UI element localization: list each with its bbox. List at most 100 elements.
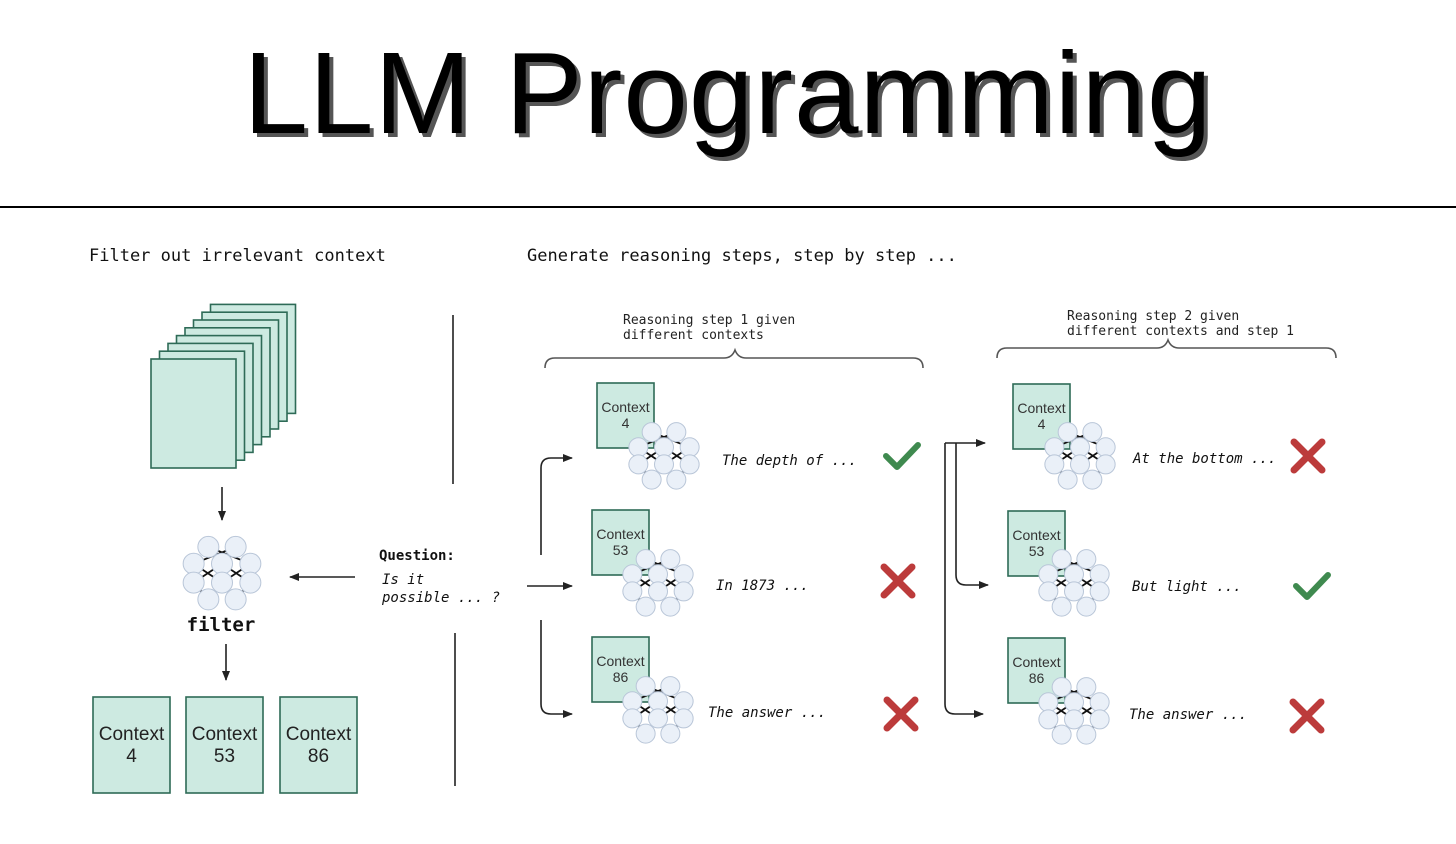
network-node <box>1064 692 1084 713</box>
network-node <box>1076 549 1097 570</box>
network-node <box>673 691 694 712</box>
network-node <box>641 422 662 443</box>
context-box-number: 86 <box>308 746 329 767</box>
network-node <box>224 535 247 558</box>
network-node <box>1057 469 1078 490</box>
context-box-label: Context <box>1017 400 1065 416</box>
step2-brace-label-line1: Reasoning step 2 given <box>1067 309 1239 324</box>
network-node <box>1064 709 1084 730</box>
context-box-label: Context <box>192 724 258 745</box>
context-box-label: Context <box>1012 654 1060 670</box>
network-node <box>1038 564 1059 585</box>
network-node <box>641 469 662 490</box>
network-node <box>673 581 694 602</box>
network-node <box>654 437 674 458</box>
network-node <box>1089 692 1110 713</box>
network-node <box>660 723 681 744</box>
question-line-2: possible ... ? <box>381 590 500 606</box>
document-stack <box>150 303 297 469</box>
filter-model-network <box>182 535 262 611</box>
network-node <box>1044 454 1065 475</box>
network-node <box>1051 677 1072 698</box>
step2-branch-arrows <box>944 439 989 718</box>
network-node <box>182 552 205 575</box>
filter-label: filter <box>187 614 256 636</box>
context-box-shape <box>185 696 264 794</box>
reasoning-model-network <box>628 422 700 490</box>
context-box-number: 53 <box>613 542 629 558</box>
network-node <box>622 564 643 585</box>
network-node <box>635 676 656 697</box>
context-box-shape <box>279 696 358 794</box>
context-box-label: Context <box>596 526 644 542</box>
reasoning-model-network <box>1044 422 1116 490</box>
reasoning-model-network <box>622 676 694 744</box>
cross-icon <box>883 696 919 732</box>
network-node <box>1082 422 1103 443</box>
context-box-label: Context <box>99 724 165 745</box>
network-node <box>1051 549 1072 570</box>
reasoning-model-network <box>622 549 694 617</box>
network-node <box>628 437 649 458</box>
cross-icon <box>880 563 916 599</box>
check-icon <box>883 442 921 470</box>
network-node <box>1051 724 1072 745</box>
reasoning-output-text: In 1873 ... <box>716 578 809 594</box>
network-node <box>211 571 233 594</box>
stacked-document <box>150 358 237 469</box>
network-node <box>1057 422 1078 443</box>
network-node <box>224 588 247 611</box>
reasoning-model-network <box>1038 549 1110 617</box>
network-node <box>1076 724 1097 745</box>
network-node <box>666 422 687 443</box>
step1-brace-label-line2: different contexts <box>623 328 764 343</box>
context-box-number: 53 <box>1029 543 1045 559</box>
question-label: Question: <box>379 548 455 564</box>
network-node <box>1064 581 1084 602</box>
context-box-number: 4 <box>126 746 137 767</box>
network-node <box>635 723 656 744</box>
page-title: LLM Programming <box>243 28 1213 158</box>
network-node <box>1038 692 1059 713</box>
network-node <box>628 454 649 475</box>
network-node <box>635 596 656 617</box>
network-node <box>648 564 668 585</box>
reasoning-output-text: The answer ... <box>708 705 826 721</box>
network-node <box>673 564 694 585</box>
network-node <box>622 708 643 729</box>
reasoning-output-text: At the bottom ... <box>1132 451 1276 467</box>
network-node <box>197 535 220 558</box>
network-node <box>635 549 656 570</box>
context-box-label: Context <box>286 724 352 745</box>
reasoning-output-text: The depth of ... <box>722 453 857 469</box>
network-node <box>239 571 262 594</box>
network-node <box>679 454 700 475</box>
network-node <box>1089 581 1110 602</box>
network-node <box>1082 469 1103 490</box>
network-node <box>648 708 668 729</box>
context-box-label: Context <box>1012 527 1060 543</box>
context-box-number: 86 <box>1029 670 1045 686</box>
network-node <box>239 552 262 575</box>
network-node <box>660 676 681 697</box>
network-node <box>648 581 668 602</box>
context-box-label: Context <box>596 653 644 669</box>
check-icon <box>1293 572 1331 600</box>
network-node <box>1076 596 1097 617</box>
reasoning-heading: Generate reasoning steps, step by step .… <box>527 246 957 266</box>
context-box-number: 86 <box>613 669 629 685</box>
network-node <box>1095 437 1116 458</box>
network-node <box>1051 596 1072 617</box>
network-node <box>666 469 687 490</box>
network-node <box>1070 454 1090 475</box>
reasoning-output-text: The answer ... <box>1129 707 1247 723</box>
